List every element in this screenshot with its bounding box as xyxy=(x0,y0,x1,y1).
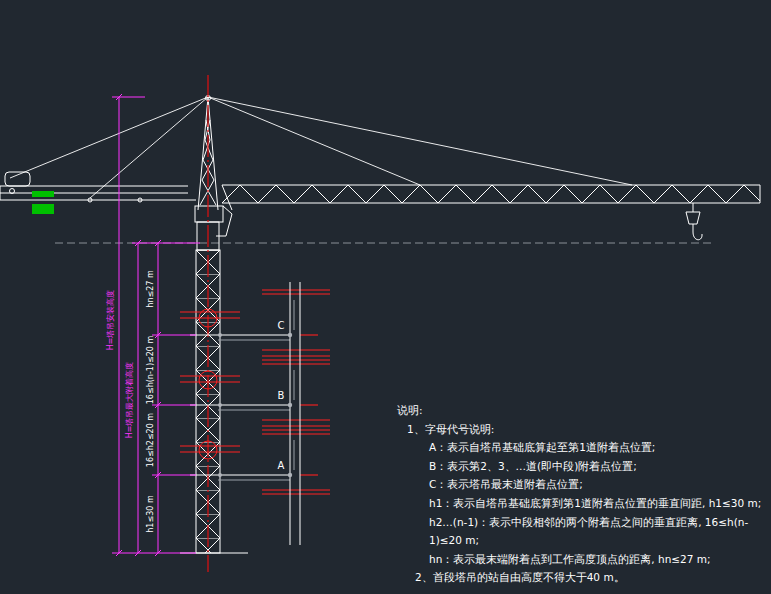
dimension-value: 16≤h2≤20 m xyxy=(147,413,155,467)
dimension-value: 16≤h(n-1)≤20 m xyxy=(147,336,155,404)
note-line: C：表示塔吊最末道附着点位置; xyxy=(429,475,765,494)
notes-block: 说明:1、字母代号说明:A：表示自塔吊基础底算起至第1道附着点位置;B：表示第2… xyxy=(397,401,765,587)
note-line: h1：表示自塔吊基础底算到第1道附着点位置的垂直间距, h1≤30 m; xyxy=(429,494,765,513)
note-line: h2…(n-1)：表示中段相邻的两个附着点之间的垂直距离, 16≤h(n-1)≤… xyxy=(429,513,765,550)
anchor-letter: C xyxy=(278,321,285,331)
note-line: B：表示第2、3、…道(即中段)附着点位置; xyxy=(429,457,765,476)
notes-heading: 说明: xyxy=(397,401,765,420)
note-line: A：表示自塔吊基础底算起至第1道附着点位置; xyxy=(429,438,765,457)
note-line: hn：表示最末端附着点到工作高度顶点的距离, hn≤27 m; xyxy=(429,550,765,569)
anchor-letter: A xyxy=(278,461,285,471)
anchor-letter: B xyxy=(278,391,285,401)
dimension-value: hn≤27 m xyxy=(147,270,155,307)
dimension-value: h1≤30 m xyxy=(147,495,155,532)
note-line: 1、字母代号说明: xyxy=(407,420,765,439)
dimension-label: H=塔吊安装高度 xyxy=(107,290,115,351)
note-line: 2、首段塔吊的站自由高度不得大于40 m。 xyxy=(415,568,765,587)
dimension-label: H=塔吊最大附着高度 xyxy=(126,362,134,439)
